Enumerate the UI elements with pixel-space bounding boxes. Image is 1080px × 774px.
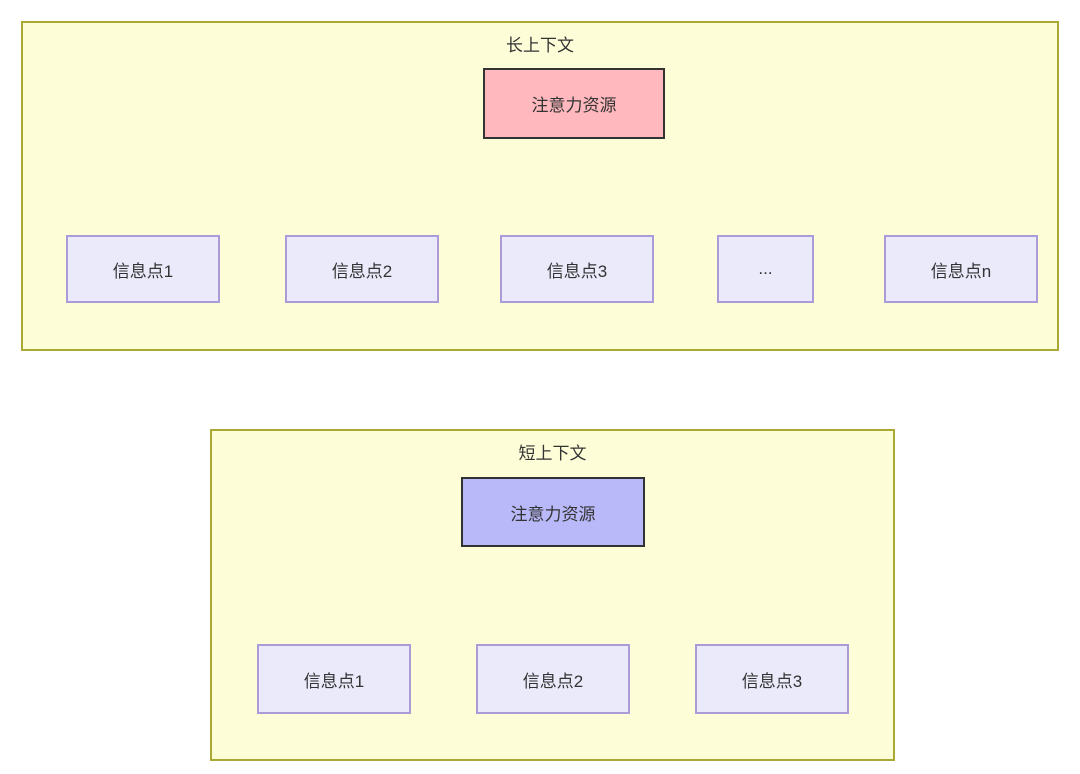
info-node-long-ellipsis: ... <box>717 235 814 303</box>
info-node-short-2: 信息点2 <box>476 644 630 714</box>
info-node-long-3: 信息点3 <box>500 235 654 303</box>
info-node-long-2: 信息点2 <box>285 235 439 303</box>
short-context-title: 短上下文 <box>518 444 587 463</box>
info-node-short-1: 信息点1 <box>257 644 411 714</box>
info-node-long-1: 信息点1 <box>66 235 220 303</box>
attention-resource-box-long: 注意力资源 <box>483 68 665 139</box>
long-context-title: 长上下文 <box>506 36 574 55</box>
info-node-long-n: 信息点n <box>884 235 1038 303</box>
info-node-short-3: 信息点3 <box>695 644 849 714</box>
attention-resource-box-short: 注意力资源 <box>461 477 645 547</box>
